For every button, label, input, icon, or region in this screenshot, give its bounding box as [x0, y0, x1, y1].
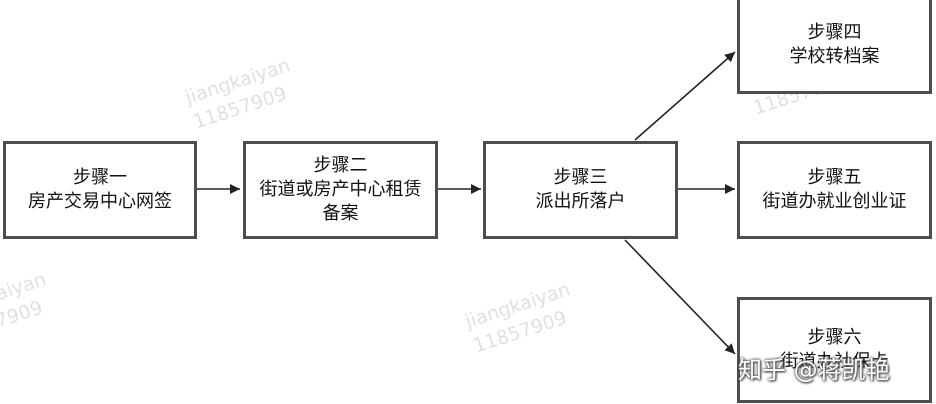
step-title: 步骤四 [807, 22, 862, 43]
step-title: 步骤六 [807, 327, 862, 348]
step-box-5: 步骤五 街道办就业创业证 [737, 141, 932, 239]
step-title: 步骤五 [807, 167, 862, 188]
step-box-3: 步骤三 派出所落户 [483, 141, 678, 239]
zhihu-author-watermark: 知乎 @蒋凯艳 [738, 356, 890, 384]
step-text: 学校转档案 [789, 46, 880, 67]
step-text: 街道或房产中心租赁 [259, 179, 422, 200]
arrow-step3-step4 [634, 51, 736, 141]
step-box-1: 步骤一 房产交易中心网签 [3, 141, 197, 239]
step-text: 房产交易中心网签 [28, 191, 172, 212]
step-box-4: 步骤四 学校转档案 [737, 0, 932, 94]
step-text: 派出所落户 [535, 191, 626, 212]
step-title: 步骤三 [553, 167, 608, 188]
step-text: 备案 [322, 203, 359, 224]
step-title: 步骤二 [313, 155, 368, 176]
step-box-2: 步骤二 街道或房产中心租赁 备案 [243, 141, 438, 239]
arrow-step3-step6 [624, 239, 736, 355]
step-text: 街道办就业创业证 [762, 191, 907, 212]
step-text: 街道办社保卡 [780, 351, 889, 372]
step-title: 步骤一 [73, 167, 127, 188]
step-box-6: 步骤六 街道办社保卡 [737, 297, 932, 403]
